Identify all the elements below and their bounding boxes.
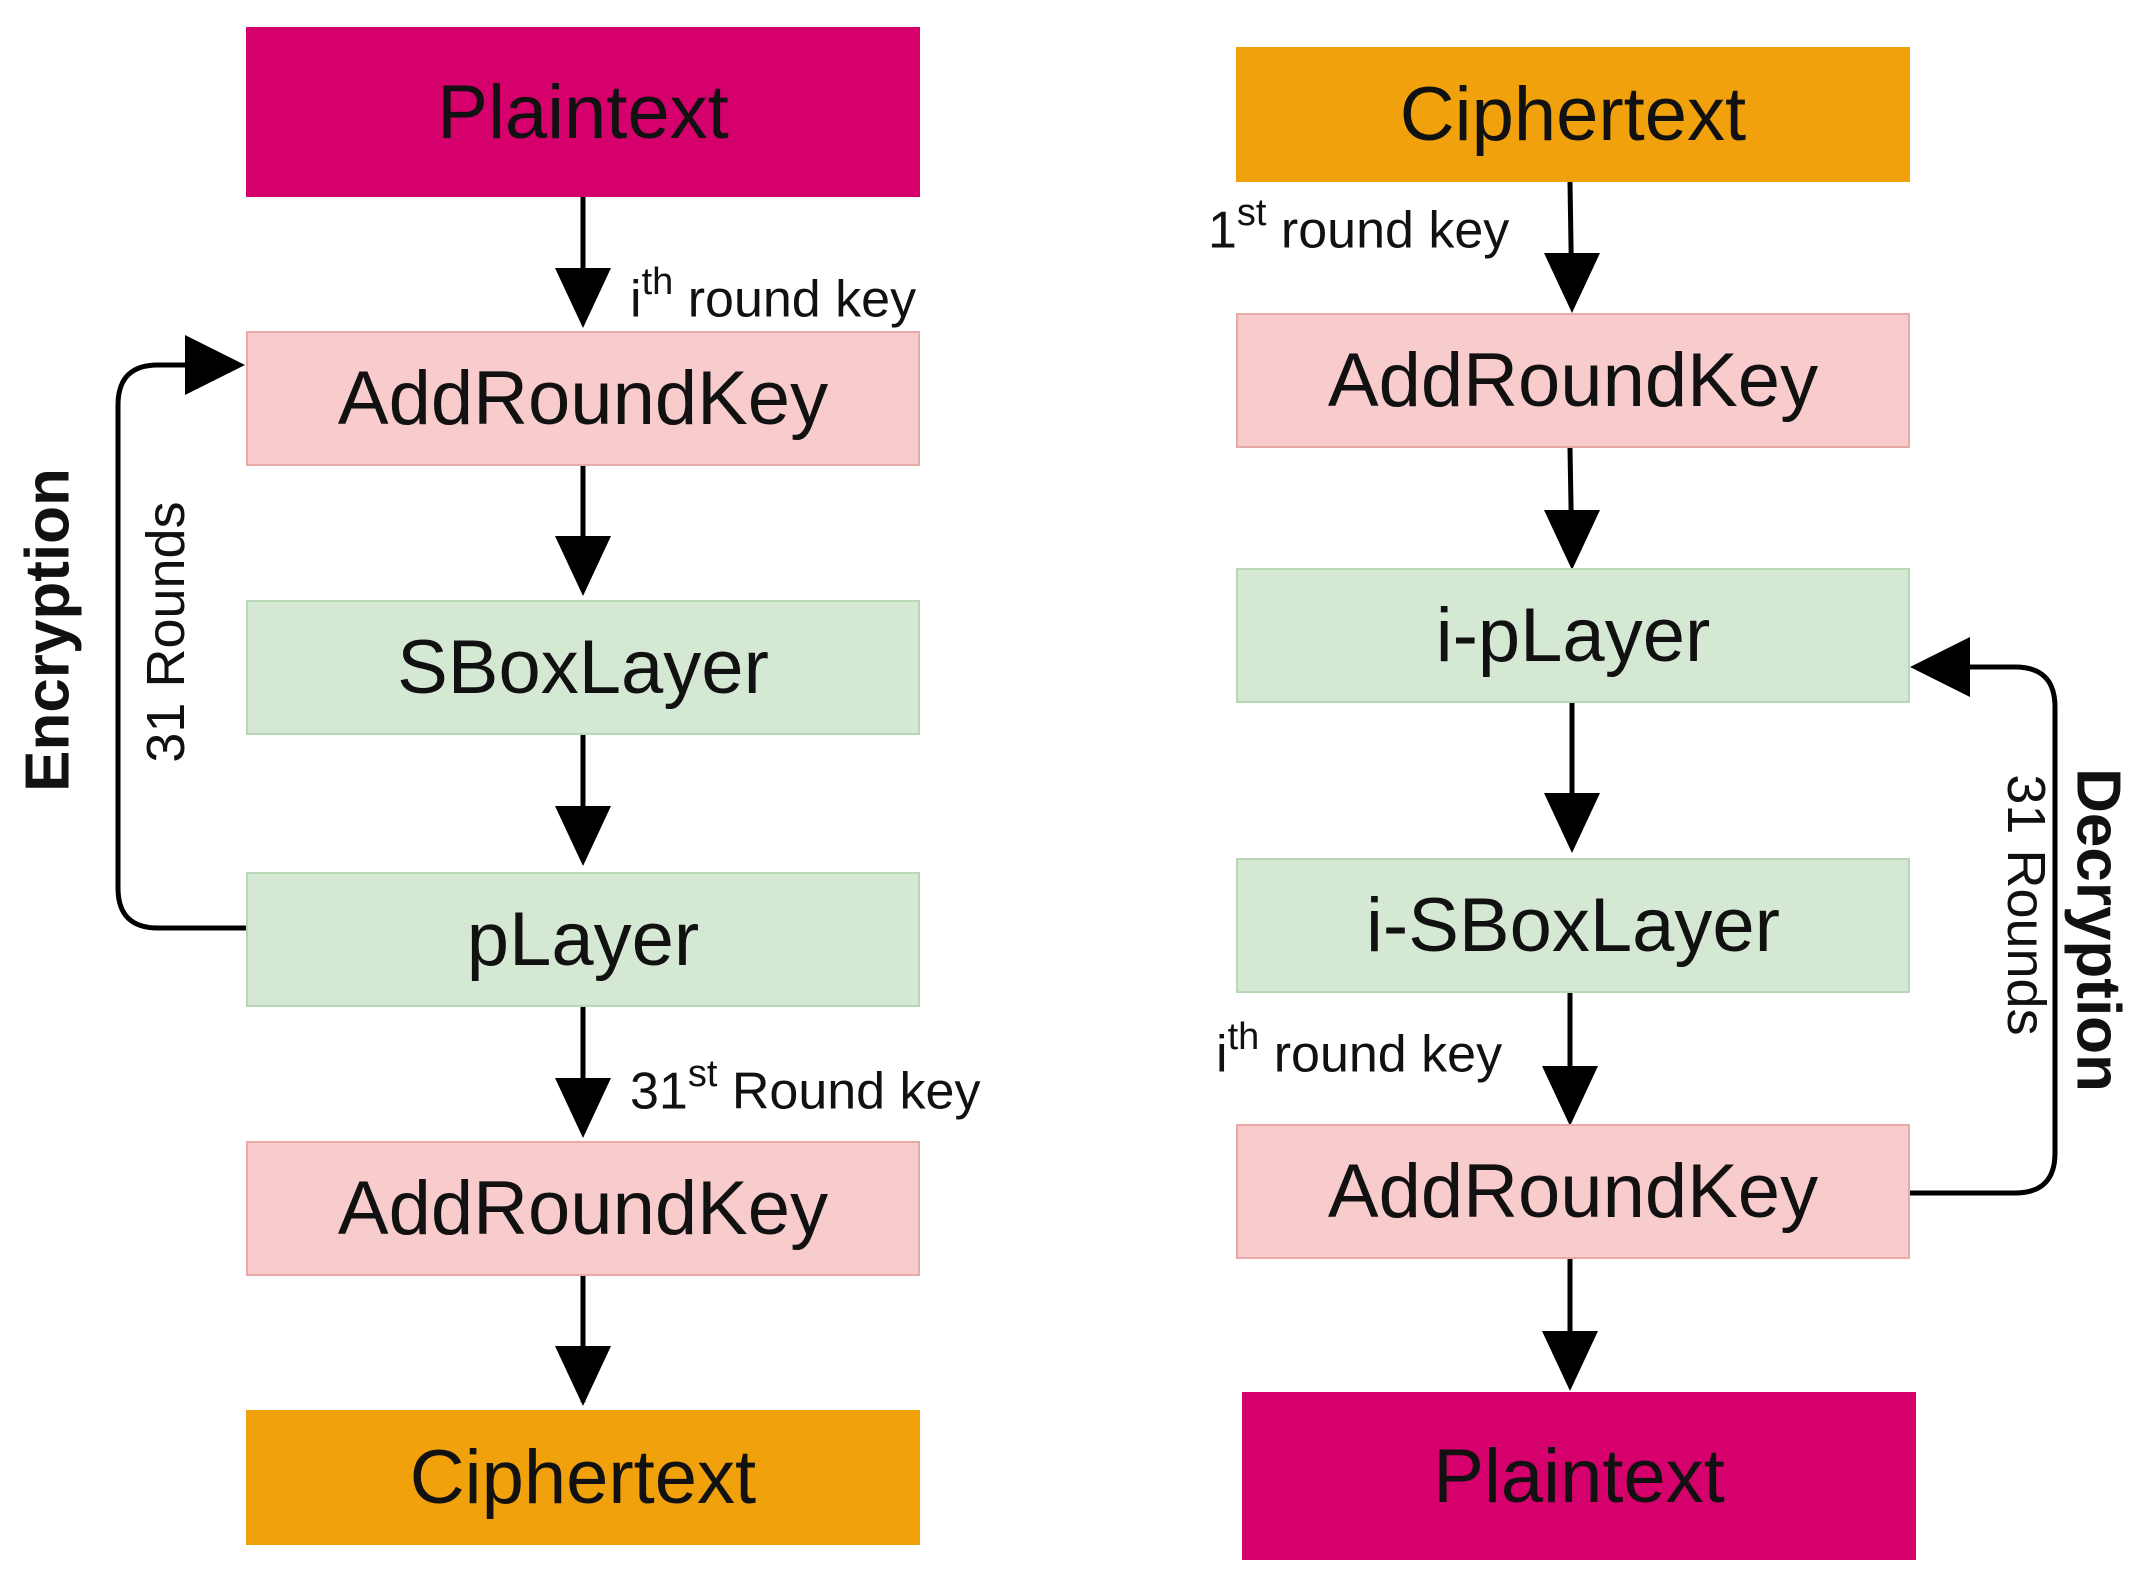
- decryption-first-round-key-label: 1st round key: [1208, 192, 1510, 260]
- encryption-round-key-label: ith round key: [630, 261, 917, 329]
- encryption-plaintext-label: Plaintext: [437, 69, 729, 155]
- encryption-addroundkey-label-1: AddRoundKey: [337, 356, 829, 441]
- decryption-ciphertext-box: Ciphertext: [1236, 47, 1910, 182]
- encryption-ciphertext-label: Ciphertext: [409, 1435, 757, 1520]
- decryption-addroundkey-box-2: AddRoundKey: [1236, 1124, 1910, 1259]
- arrowheads: [185, 253, 1970, 1406]
- encryption-player-label: pLayer: [466, 897, 700, 982]
- decryption-round-key-label: ith round key: [1216, 1016, 1503, 1084]
- loop-arrow-encryption: [115, 362, 246, 931]
- encryption-rounds-label: 31 Rounds: [136, 501, 196, 763]
- encryption-player-box: pLayer: [246, 872, 920, 1007]
- loop-arrow-decryption: [1910, 664, 2058, 1196]
- encryption-addroundkey-label-2: AddRoundKey: [337, 1166, 829, 1251]
- decryption-plaintext-label: Plaintext: [1433, 1433, 1725, 1519]
- encryption-sboxlayer-label: SBoxLayer: [397, 625, 769, 710]
- decryption-iplayer-box: i-pLayer: [1236, 568, 1910, 703]
- decryption-addroundkey-label-1: AddRoundKey: [1327, 338, 1819, 423]
- decryption-isboxlayer-box: i-SBoxLayer: [1236, 858, 1910, 993]
- decryption-title: Decryption: [2063, 768, 2133, 1092]
- decryption-plaintext-box: Plaintext: [1242, 1392, 1916, 1560]
- encryption-final-round-key-label: 31st Round key: [630, 1053, 981, 1121]
- decryption-isboxlayer-label: i-SBoxLayer: [1366, 883, 1780, 968]
- encryption-addroundkey-box-2: AddRoundKey: [246, 1141, 920, 1276]
- decryption-ciphertext-label: Ciphertext: [1399, 72, 1747, 157]
- decryption-rounds-label: 31 Rounds: [1996, 774, 2056, 1036]
- encryption-addroundkey-box-1: AddRoundKey: [246, 331, 920, 466]
- decryption-addroundkey-box-1: AddRoundKey: [1236, 313, 1910, 448]
- encryption-title: Encryption: [13, 468, 83, 792]
- decryption-iplayer-label: i-pLayer: [1435, 593, 1711, 678]
- encryption-plaintext-box: Plaintext: [246, 27, 920, 197]
- encryption-ciphertext-box: Ciphertext: [246, 1410, 920, 1545]
- decryption-addroundkey-label-2: AddRoundKey: [1327, 1149, 1819, 1234]
- encryption-sboxlayer-box: SBoxLayer: [246, 600, 920, 735]
